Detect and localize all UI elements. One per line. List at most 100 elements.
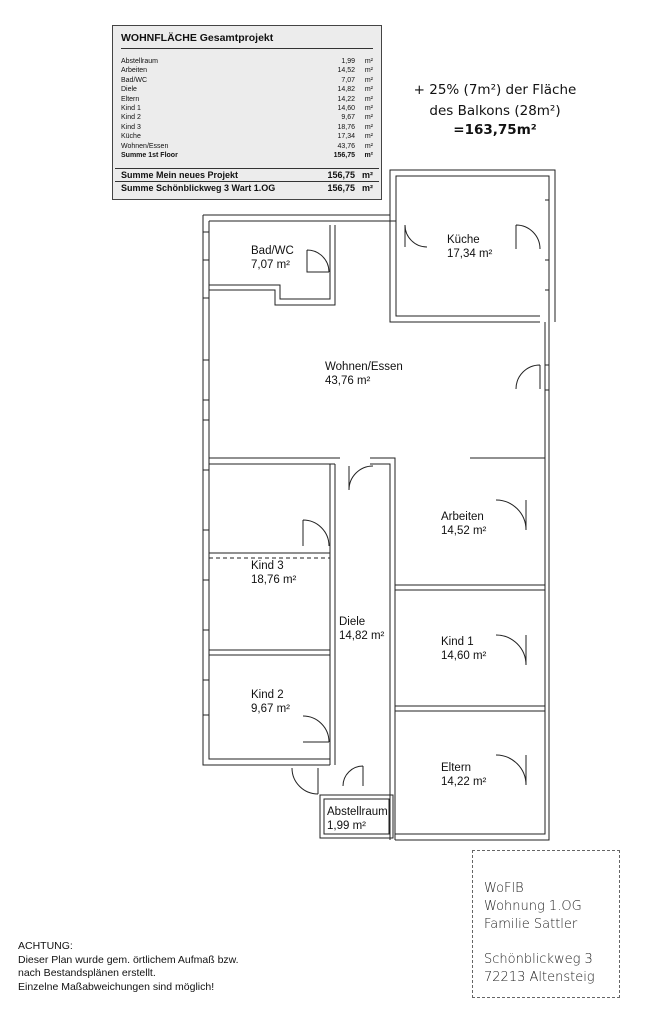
storage-wall xyxy=(323,798,390,835)
room-name: Küche xyxy=(447,234,480,246)
room-name: Kind 2 xyxy=(251,689,284,701)
room-name: Kind 1 xyxy=(441,636,474,648)
title-block: WoFlB Wohnung 1.OG Familie Sattler Schön… xyxy=(472,850,620,998)
table-row: Wohnen/Essen 43,76 m² xyxy=(121,142,373,151)
floor-sum-row: Summe 1st Floor 156,75 m² xyxy=(121,151,373,160)
room-label-wohnen: Wohnen/Essen 43,76 m² xyxy=(325,360,403,388)
door-swing xyxy=(515,224,541,250)
room-area: 1,99 m² xyxy=(327,820,366,832)
door-swing xyxy=(302,519,330,547)
row-name: Wohnen/Essen xyxy=(121,142,169,150)
door-swing xyxy=(302,715,330,743)
room-area: 9,67 m² xyxy=(251,703,290,715)
row-name: Eltern xyxy=(121,95,140,103)
row-name: Summe 1st Floor xyxy=(121,151,178,159)
room-label-kueche: Küche 17,34 m² xyxy=(447,233,492,261)
row-value: 17,34 xyxy=(337,133,355,141)
kitchen-wall xyxy=(395,215,540,317)
room-name: Eltern xyxy=(441,762,472,774)
door-swing xyxy=(291,767,319,795)
room-label-arbeiten: Arbeiten 14,52 m² xyxy=(441,510,486,538)
row-value: 14,22 xyxy=(337,95,355,103)
area-table-title: WOHNFLÄCHE Gesamtprojekt xyxy=(121,32,274,44)
room-name: Bad/WC xyxy=(251,245,294,257)
room-area: 17,34 m² xyxy=(447,248,493,260)
row-name: Küche xyxy=(121,133,141,141)
sum-unit: m² xyxy=(362,170,373,180)
row-unit: m² xyxy=(364,151,373,159)
door-swing xyxy=(495,754,527,786)
title-block-line4: Schönblickweg 3 xyxy=(484,952,593,967)
row-value: 14,52 xyxy=(337,67,355,75)
title-block-line5: 72213 Altensteig xyxy=(484,970,595,985)
corridor-wall xyxy=(370,463,391,840)
room-area: 43,76 m² xyxy=(325,375,371,387)
warning-line: nach Bestandsplänen erstellt. xyxy=(18,967,156,979)
row-name: Kind 3 xyxy=(121,123,141,131)
row-name: Kind 1 xyxy=(121,104,141,112)
door-swing xyxy=(348,465,374,491)
room-label-kind2: Kind 2 9,67 m² xyxy=(251,688,290,716)
door-swing xyxy=(342,765,364,787)
door-swing xyxy=(515,364,541,390)
outer-wall xyxy=(395,322,546,835)
row-value: 1,99 xyxy=(341,58,355,65)
kitchen-wall xyxy=(389,215,540,323)
row-unit: m² xyxy=(364,142,373,150)
room-area: 14,82 m² xyxy=(339,630,385,642)
title-block-line3: Familie Sattler xyxy=(484,917,578,932)
warning-line: Einzelne Maßabweichungen sind möglich! xyxy=(18,980,215,993)
room-name: Diele xyxy=(339,616,366,628)
room-label-diele: Diele 14,82 m² xyxy=(339,615,384,643)
warning-line: Dieser Plan wurde gem. örtlichem Aufmaß … xyxy=(18,953,239,966)
row-unit: m² xyxy=(364,114,373,122)
window xyxy=(545,199,549,391)
room-name: Arbeiten xyxy=(441,511,484,523)
room-area: 14,60 m² xyxy=(441,650,487,662)
room-name: Abstellraum xyxy=(327,806,388,818)
title-block-line1: WoFlB xyxy=(484,881,524,896)
door-swing xyxy=(306,249,330,273)
row-value: 156,75 xyxy=(333,151,355,159)
room-label-bad: Bad/WC 7,07 m² xyxy=(251,244,294,272)
storage-wall xyxy=(319,794,394,839)
outer-wall xyxy=(203,169,556,322)
row-name: Arbeiten xyxy=(121,67,148,75)
row-value: 18,76 xyxy=(337,123,355,131)
balcony-note-total: =163,75m² xyxy=(453,122,537,138)
row-value: 14,82 xyxy=(337,86,355,94)
room-name: Wohnen/Essen xyxy=(325,361,403,373)
warning-heading: ACHTUNG: xyxy=(18,940,73,952)
row-name: Diele xyxy=(121,86,137,94)
room-label-kind3: Kind 3 18,76 m² xyxy=(251,559,296,587)
window xyxy=(203,231,209,716)
row-value: 43,76 xyxy=(337,142,355,150)
sum-name: Summe Schönblickweg 3 Wart 1.OG xyxy=(121,183,276,193)
table-row: Küche 17,34 m² xyxy=(121,132,373,141)
row-value: 14,60 xyxy=(337,104,355,112)
balcony-note-line2: des Balkons (28m²) xyxy=(429,103,561,119)
row-name: Kind 2 xyxy=(121,114,141,122)
row-unit: m² xyxy=(364,76,373,84)
outer-wall xyxy=(208,221,330,760)
outer-wall xyxy=(202,215,330,766)
row-value: 7,07 xyxy=(341,76,355,84)
room-name: Kind 3 xyxy=(251,560,284,572)
door-swing xyxy=(495,499,527,531)
bath-wall xyxy=(209,225,331,300)
door-swing xyxy=(495,634,527,666)
row-unit: m² xyxy=(364,133,373,141)
outer-wall xyxy=(209,175,550,316)
